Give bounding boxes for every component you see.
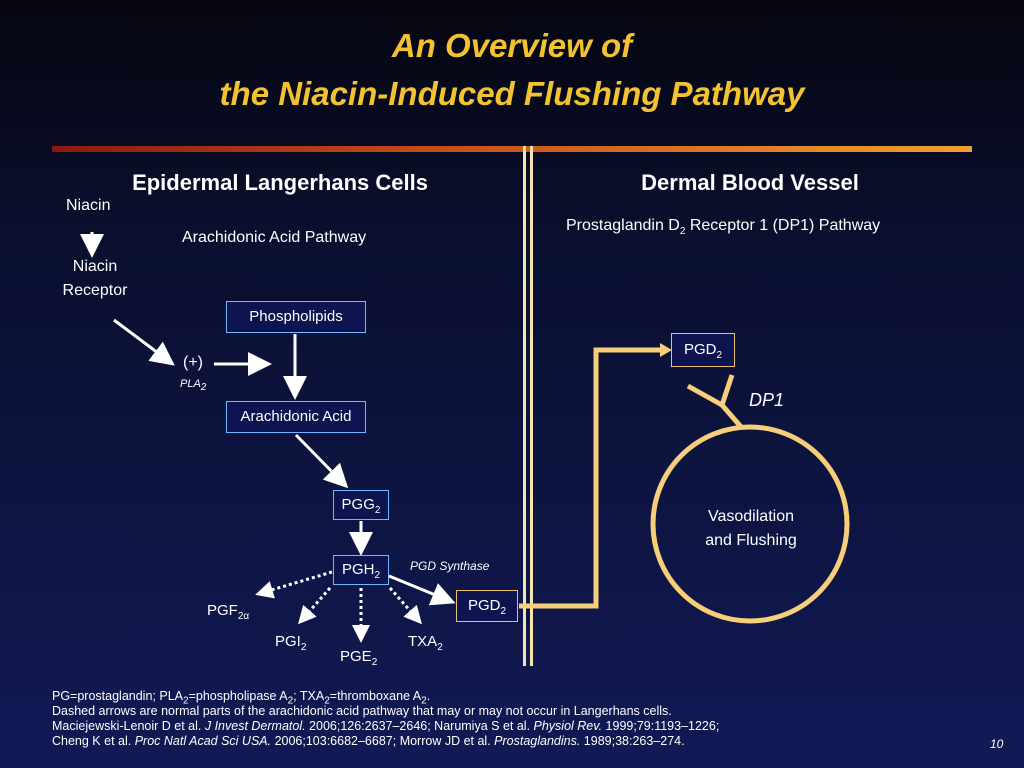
receptor-arrow bbox=[113, 318, 175, 366]
pgd2-connector-head bbox=[660, 343, 672, 357]
title-line-1: An Overview of bbox=[391, 27, 633, 64]
pgd-synthase-arrow bbox=[388, 574, 456, 606]
plus-label: (+) bbox=[183, 354, 203, 371]
txa-dashed-arrow bbox=[388, 587, 422, 625]
circle-line-1: Vasodilation bbox=[708, 508, 794, 525]
arachidonic-acid-box: Arachidonic Acid bbox=[226, 401, 366, 433]
pge2-label: PGE2 bbox=[340, 648, 378, 668]
footnote-line-4: Cheng K et al. Proc Natl Acad Sci USA. 2… bbox=[52, 734, 685, 748]
pgf-dashed-arrow bbox=[255, 570, 333, 599]
receptor-line-2: Receptor bbox=[62, 282, 128, 299]
pgi2-label: PGI2 bbox=[275, 633, 307, 653]
niacin-receptor-label: Niacin Receptor bbox=[40, 255, 150, 303]
pgd2-left-box: PGD2 bbox=[456, 590, 518, 622]
footnote-line-1: PG=prostaglandin; PLA2=phospholipase A2;… bbox=[52, 689, 431, 707]
receptor-line-1: Niacin bbox=[72, 258, 118, 275]
pgf2a-label: PGF2α bbox=[207, 602, 250, 622]
footnote-line-3: Maciejewski-Lenoir D et al. J Invest Der… bbox=[52, 719, 720, 733]
arachidonic-arrow bbox=[294, 433, 349, 489]
footnote-line-2: Dashed arrows are normal parts of the ar… bbox=[52, 704, 672, 718]
pgd2-connector bbox=[519, 347, 662, 609]
pgd-synthase-label: PGD Synthase bbox=[410, 559, 490, 573]
dp1-receptor-arm-left bbox=[686, 383, 724, 408]
divider-right bbox=[530, 146, 533, 666]
divider-left bbox=[523, 146, 526, 666]
title-rule bbox=[52, 146, 972, 152]
right-heading: Dermal Blood Vessel bbox=[641, 170, 859, 195]
phospholipids-box: Phospholipids bbox=[226, 301, 366, 333]
flushing-circle bbox=[650, 424, 850, 624]
pla2-label: PLA2 bbox=[180, 378, 207, 394]
pgg2-box: PGG2 bbox=[333, 490, 389, 520]
dp1-label: DP1 bbox=[749, 390, 785, 410]
arachidonic-pathway-label: Arachidonic Acid Pathway bbox=[182, 229, 367, 246]
niacin-label: Niacin bbox=[66, 197, 111, 214]
pgh2-box: PGH2 bbox=[333, 555, 389, 585]
dp1-receptor-arm-right bbox=[719, 374, 735, 406]
dp1-pathway-label: Prostaglandin D2 Receptor 1 (DP1) Pathwa… bbox=[566, 217, 881, 238]
pgi-dashed-arrow bbox=[298, 587, 332, 625]
dp1-receptor-stem bbox=[720, 403, 744, 430]
txa2-label: TXA2 bbox=[408, 633, 443, 653]
circle-line-2: and Flushing bbox=[705, 532, 797, 549]
title-line-2: the Niacin-Induced Flushing Pathway bbox=[219, 75, 805, 112]
vasodilation-text: Vasodilation and Flushing bbox=[666, 505, 836, 553]
pgd2-right-box: PGD2 bbox=[671, 333, 735, 367]
page-number: 10 bbox=[990, 737, 1004, 751]
left-heading: Epidermal Langerhans Cells bbox=[132, 170, 428, 195]
